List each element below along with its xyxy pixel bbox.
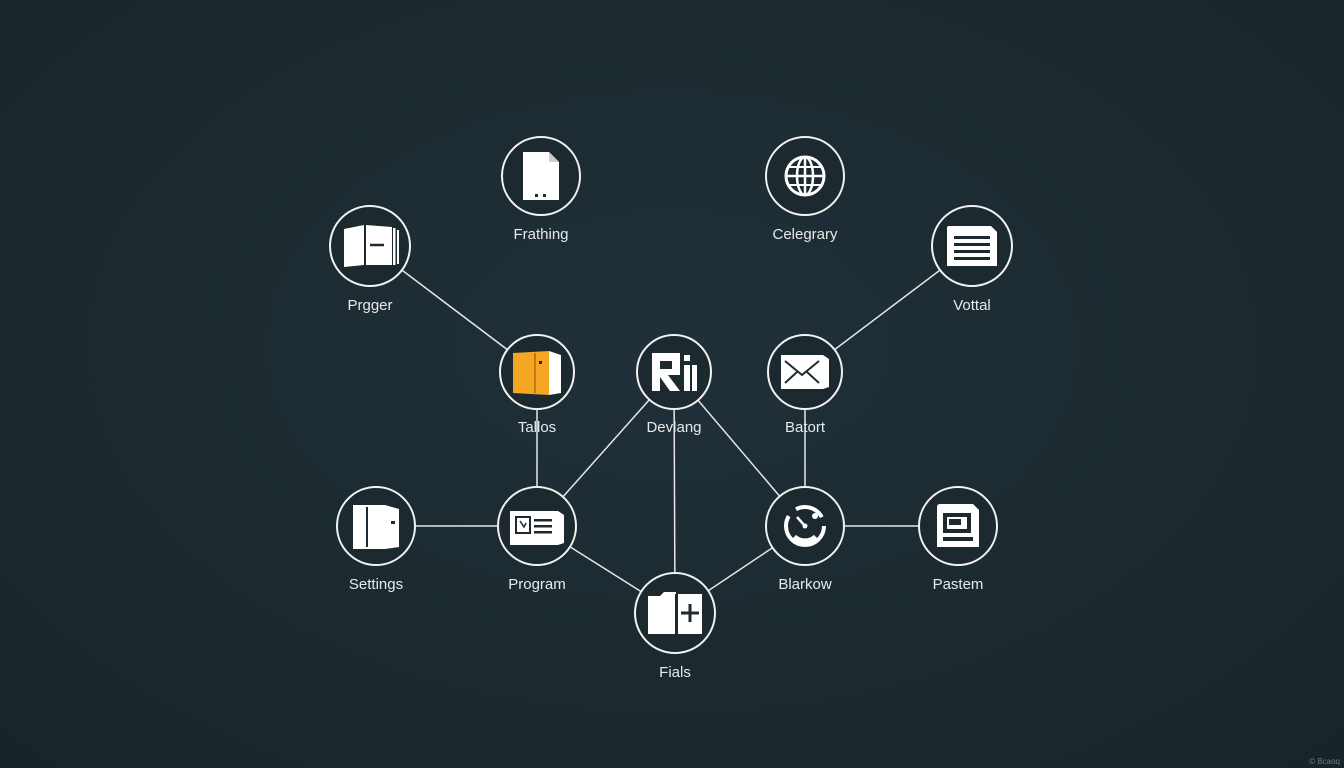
node-devlang-label: Devlang <box>646 419 702 436</box>
book-icon <box>344 225 399 267</box>
node-settings-circle[interactable] <box>336 486 416 566</box>
logo-ri-icon <box>652 353 697 391</box>
node-celegrary-circle[interactable] <box>765 136 845 216</box>
node-program-label: Program <box>508 576 566 593</box>
node-prgger-label: Prgger <box>347 297 393 314</box>
node-frathing-label: Frathing <box>513 226 569 243</box>
node-vottal-circle[interactable] <box>931 205 1013 287</box>
node-vottal-label: Vottal <box>953 297 991 314</box>
dial-icon <box>784 505 826 547</box>
globe-icon <box>784 155 826 197</box>
node-tallos-label: Tallos <box>517 419 557 436</box>
envelope-icon <box>781 355 829 389</box>
node-prgger-circle[interactable] <box>329 205 411 287</box>
node-fials-circle[interactable] <box>634 572 716 654</box>
node-fials-label: Fials <box>659 664 691 681</box>
watermark-text: © Bcaoq <box>1309 757 1340 766</box>
node-batort-label: Batort <box>784 419 826 436</box>
node-pastem-label: Pastem <box>932 576 984 593</box>
folder-box-icon <box>353 505 399 549</box>
node-frathing-circle[interactable] <box>501 136 581 216</box>
node-program-circle[interactable] <box>497 486 577 566</box>
node-settings-label: Settings <box>348 576 404 593</box>
node-batort-circle[interactable] <box>767 334 843 410</box>
node-celegrary-label: Celegrary <box>772 226 838 243</box>
card-icon <box>510 511 564 545</box>
list-lines-icon <box>947 226 997 266</box>
folder-plus-icon <box>648 592 702 634</box>
node-tallos-circle[interactable] <box>499 334 575 410</box>
document-icon <box>523 152 559 200</box>
orange-box-icon <box>513 351 561 395</box>
frame-icon <box>937 504 979 547</box>
node-blarkow-label: Blarkow <box>778 576 832 593</box>
node-blarkow-circle[interactable] <box>765 486 845 566</box>
node-devlang-circle[interactable] <box>636 334 712 410</box>
node-pastem-circle[interactable] <box>918 486 998 566</box>
